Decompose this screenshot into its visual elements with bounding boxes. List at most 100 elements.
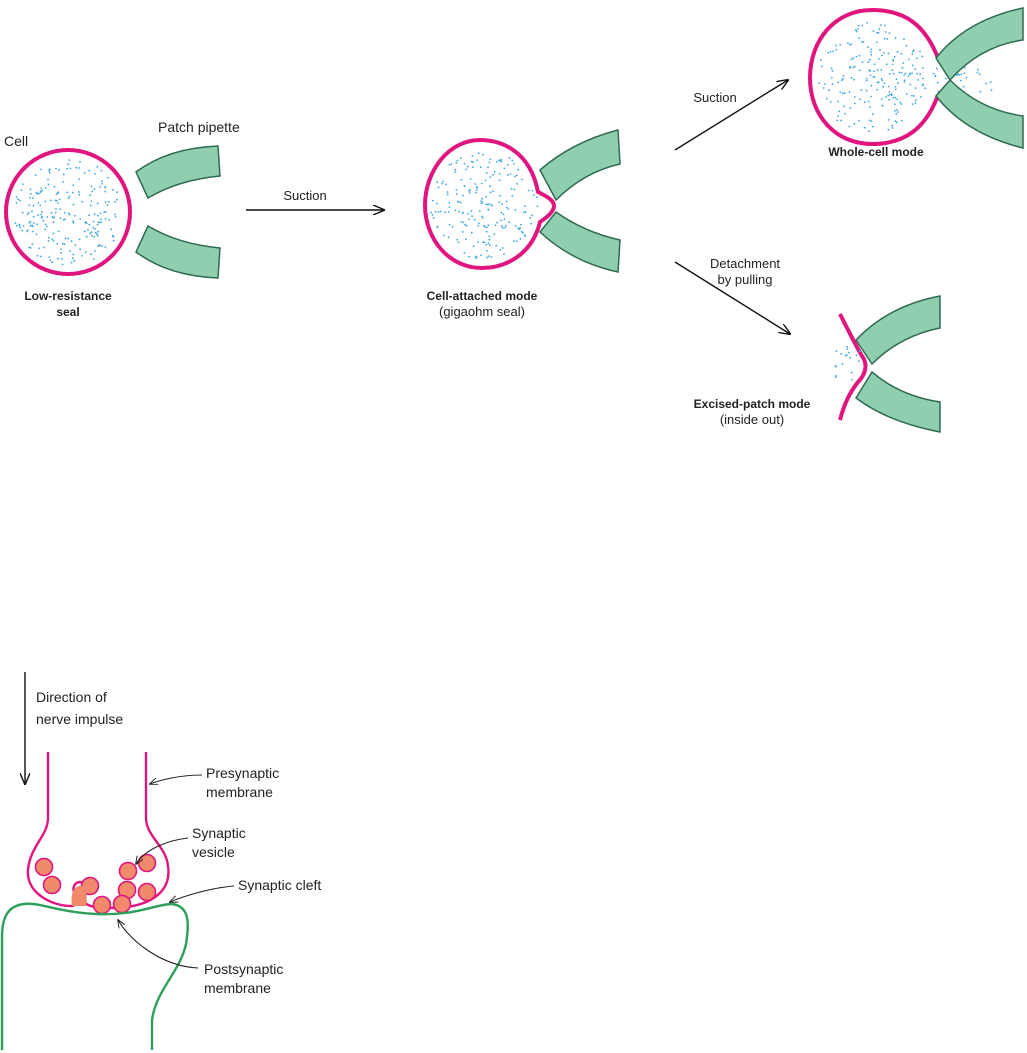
cytoplasm-dot xyxy=(488,209,490,211)
cytoplasm-dot xyxy=(852,57,854,59)
cytoplasm-dot xyxy=(922,85,924,87)
cytoplasm-dot xyxy=(40,214,42,216)
cytoplasm-dot xyxy=(868,130,870,132)
cytoplasm-dot xyxy=(933,73,935,75)
cytoplasm-dot xyxy=(48,170,50,172)
cytoplasm-dot xyxy=(93,221,95,223)
cytoplasm-dot xyxy=(893,73,895,75)
cytoplasm-dot xyxy=(510,173,512,175)
cytoplasm-dot xyxy=(499,173,501,175)
cytoplasm-dot xyxy=(47,179,49,181)
cytoplasm-dot xyxy=(443,235,445,237)
cytoplasm-dot xyxy=(75,244,77,246)
cytoplasm-dot xyxy=(464,224,466,226)
cytoplasm-dot xyxy=(90,205,92,207)
cytoplasm-dot xyxy=(888,99,890,101)
cytoplasm-dot xyxy=(447,194,449,196)
cytoplasm-dot xyxy=(16,196,18,198)
cytoplasm-dot xyxy=(105,218,107,220)
cytoplasm-dot xyxy=(858,37,860,39)
cytoplasm-dot xyxy=(894,103,896,105)
cytoplasm-dot xyxy=(533,194,535,196)
patch-pipette-label: Patch pipette xyxy=(158,119,240,135)
cytoplasm-dot xyxy=(909,74,911,76)
cytoplasm-dot xyxy=(17,198,19,200)
cytoplasm-dot xyxy=(46,216,48,218)
cytoplasm-dot xyxy=(844,92,846,94)
cytoplasm-dot xyxy=(475,192,477,194)
cytoplasm-dot xyxy=(873,70,875,72)
low-resistance-label-line2: seal xyxy=(56,305,79,319)
cytoplasm-dot xyxy=(490,204,492,206)
cytoplasm-dot xyxy=(854,66,856,68)
cytoplasm-dot xyxy=(96,233,98,235)
cytoplasm-dot xyxy=(85,221,87,223)
cytoplasm-dot xyxy=(97,231,99,233)
postsynaptic-callout: Postsynaptic membrane xyxy=(118,920,283,996)
cytoplasm-dot xyxy=(468,219,470,221)
cytoplasm-dot xyxy=(94,173,96,175)
cytoplasm-dot xyxy=(476,159,478,161)
excised-patch-label-line2: (inside out) xyxy=(720,412,784,427)
cytoplasm-dot xyxy=(26,231,28,233)
cytoplasm-dot xyxy=(44,201,46,203)
cytoplasm-dot xyxy=(101,183,103,185)
low-resistance-label-line1: Low-resistance xyxy=(24,289,112,303)
cytoplasm-dot xyxy=(917,79,919,81)
vesicle xyxy=(114,896,131,913)
cytoplasm-dot xyxy=(461,221,463,223)
cytoplasm-dot xyxy=(456,239,458,241)
cytoplasm-dot xyxy=(500,220,502,222)
cytoplasm-dot xyxy=(945,78,947,80)
cytoplasm-dot xyxy=(70,168,72,170)
stage-cell-attached: Cell-attached mode (gigaohm seal) xyxy=(425,130,620,319)
cytoplasm-dot xyxy=(107,177,109,179)
cytoplasm-dot xyxy=(935,75,937,77)
cytoplasm-dot xyxy=(866,78,868,80)
cytoplasm-dot xyxy=(483,225,485,227)
cytoplasm-dot xyxy=(486,172,488,174)
cytoplasm-dot xyxy=(51,238,53,240)
cytoplasm-dot xyxy=(455,169,457,171)
cytoplasm-dot xyxy=(45,187,47,189)
cytoplasm-dot xyxy=(896,99,898,101)
cytoplasm-dot xyxy=(911,72,913,74)
cytoplasm-dot xyxy=(462,212,464,214)
cytoplasm-dot xyxy=(886,63,888,65)
cytoplasm-dot xyxy=(920,96,922,98)
cytoplasm-dot xyxy=(91,231,93,233)
cytoplasm-dot xyxy=(869,59,871,61)
cytoplasm-dot xyxy=(889,94,891,96)
cytoplasm-dot xyxy=(58,169,60,171)
cytoplasm-dot xyxy=(849,91,851,93)
cytoplasm-dot xyxy=(496,222,498,224)
cytoplasm-dot xyxy=(73,204,75,206)
cytoplasm-dot xyxy=(452,226,454,228)
cytoplasm-dot xyxy=(458,211,460,213)
cytoplasm-dot xyxy=(867,46,869,48)
cytoplasm-dot xyxy=(22,212,24,214)
cytoplasm-dot xyxy=(63,219,65,221)
cytoplasm-dot xyxy=(877,69,879,71)
cytoplasm-dot xyxy=(448,236,450,238)
cytoplasm-dot xyxy=(456,193,458,195)
cytoplasm-dot xyxy=(960,74,962,76)
cytoplasm-dot xyxy=(435,211,437,213)
cytoplasm-dot xyxy=(895,89,897,91)
cytoplasm-dot xyxy=(899,102,901,104)
cytoplasm-dot xyxy=(837,82,839,84)
stage-low-resistance: Cell Patch pipette Low-resistance seal xyxy=(4,119,240,319)
cytoplasm-dot xyxy=(486,227,488,229)
cytoplasm-dot xyxy=(964,72,966,74)
cytoplasm-dot xyxy=(524,205,526,207)
cytoplasm-dot xyxy=(485,244,487,246)
suction-arrow-1: Suction xyxy=(246,188,384,210)
cytoplasm-dot xyxy=(912,64,914,66)
postsynaptic-label-line2: membrane xyxy=(204,980,271,996)
stage-excised-patch: Excised-patch mode (inside out) xyxy=(694,296,940,432)
cytoplasm-dot xyxy=(104,191,106,193)
cytoplasm-dot xyxy=(462,195,464,197)
cytoplasm-dot xyxy=(859,69,861,71)
cleft-callout: Synaptic cleft xyxy=(170,877,321,902)
cytoplasm-dot xyxy=(94,250,96,252)
